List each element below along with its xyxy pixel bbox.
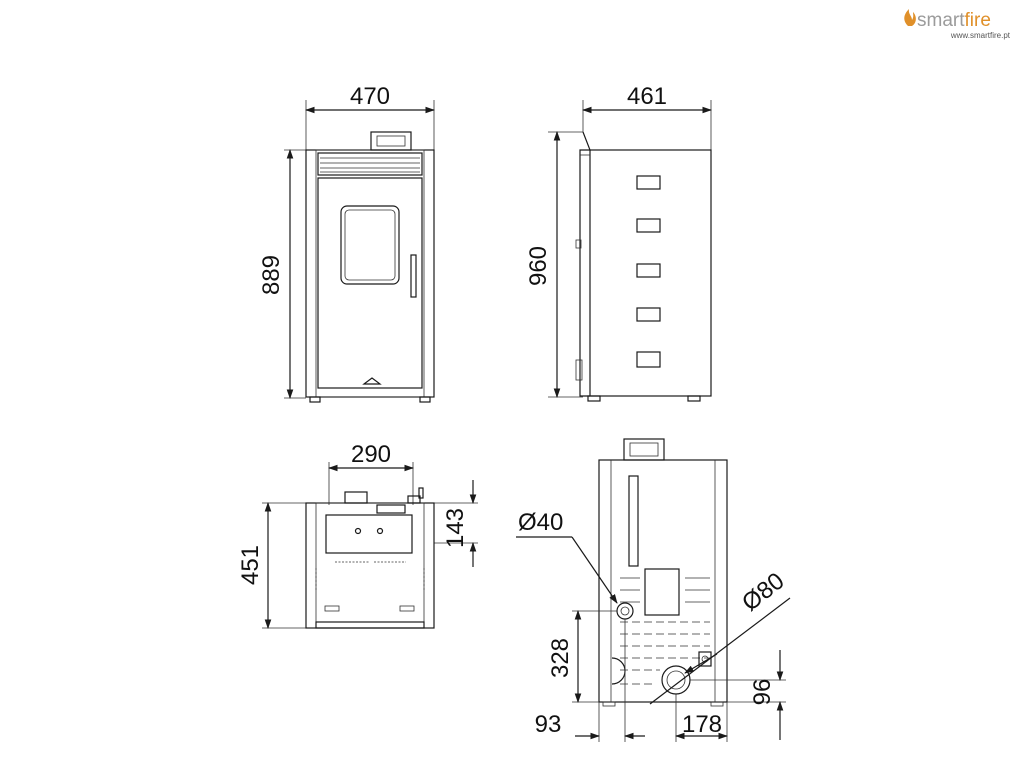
svg-text:smartfire: smartfire [917, 10, 991, 31]
door-window [340, 205, 400, 285]
side-depth-label: 461 [627, 83, 667, 110]
side-vent [636, 175, 661, 190]
outlet-offset-label: 178 [682, 711, 722, 738]
front-body [305, 149, 435, 398]
inlet-diameter-label: Ø40 [518, 509, 563, 536]
front-door [317, 177, 423, 389]
air-inlet [616, 602, 634, 620]
front-height-label: 889 [258, 255, 285, 295]
rear-view: Ø40 Ø80 328 96 93 178 [516, 438, 791, 742]
front-view: 470 889 [258, 83, 435, 403]
outlet-height-label: 96 [749, 679, 776, 706]
brand-url: www.smartfire.pt [950, 31, 1011, 40]
inlet-height-label: 328 [547, 638, 574, 678]
top-width-label: 290 [351, 441, 391, 468]
flue-outlet [661, 665, 691, 695]
flame-icon [904, 9, 916, 26]
top-depth-label: 451 [237, 545, 264, 585]
top-offset-label: 143 [442, 508, 469, 548]
side-vent [636, 351, 661, 368]
side-vent [636, 307, 661, 322]
brand-name-part1: smart [917, 10, 965, 31]
brand-logo: smartfire www.smartfire.pt [904, 9, 1011, 40]
side-vent [636, 263, 661, 278]
rear-vent-slots [620, 577, 710, 685]
door-handle [410, 254, 417, 298]
front-width-label: 470 [350, 83, 390, 110]
outlet-diameter-label: Ø80 [737, 568, 789, 617]
top-view: 290 451 143 [237, 441, 478, 629]
rear-display [623, 438, 665, 461]
inlet-offset-label: 93 [535, 711, 562, 738]
brand-name-part2: fire [965, 10, 991, 31]
side-view: 461 960 [525, 83, 712, 402]
side-vent [636, 218, 661, 233]
control-display [370, 131, 412, 151]
side-body [589, 149, 712, 397]
side-height-label: 960 [525, 246, 552, 286]
